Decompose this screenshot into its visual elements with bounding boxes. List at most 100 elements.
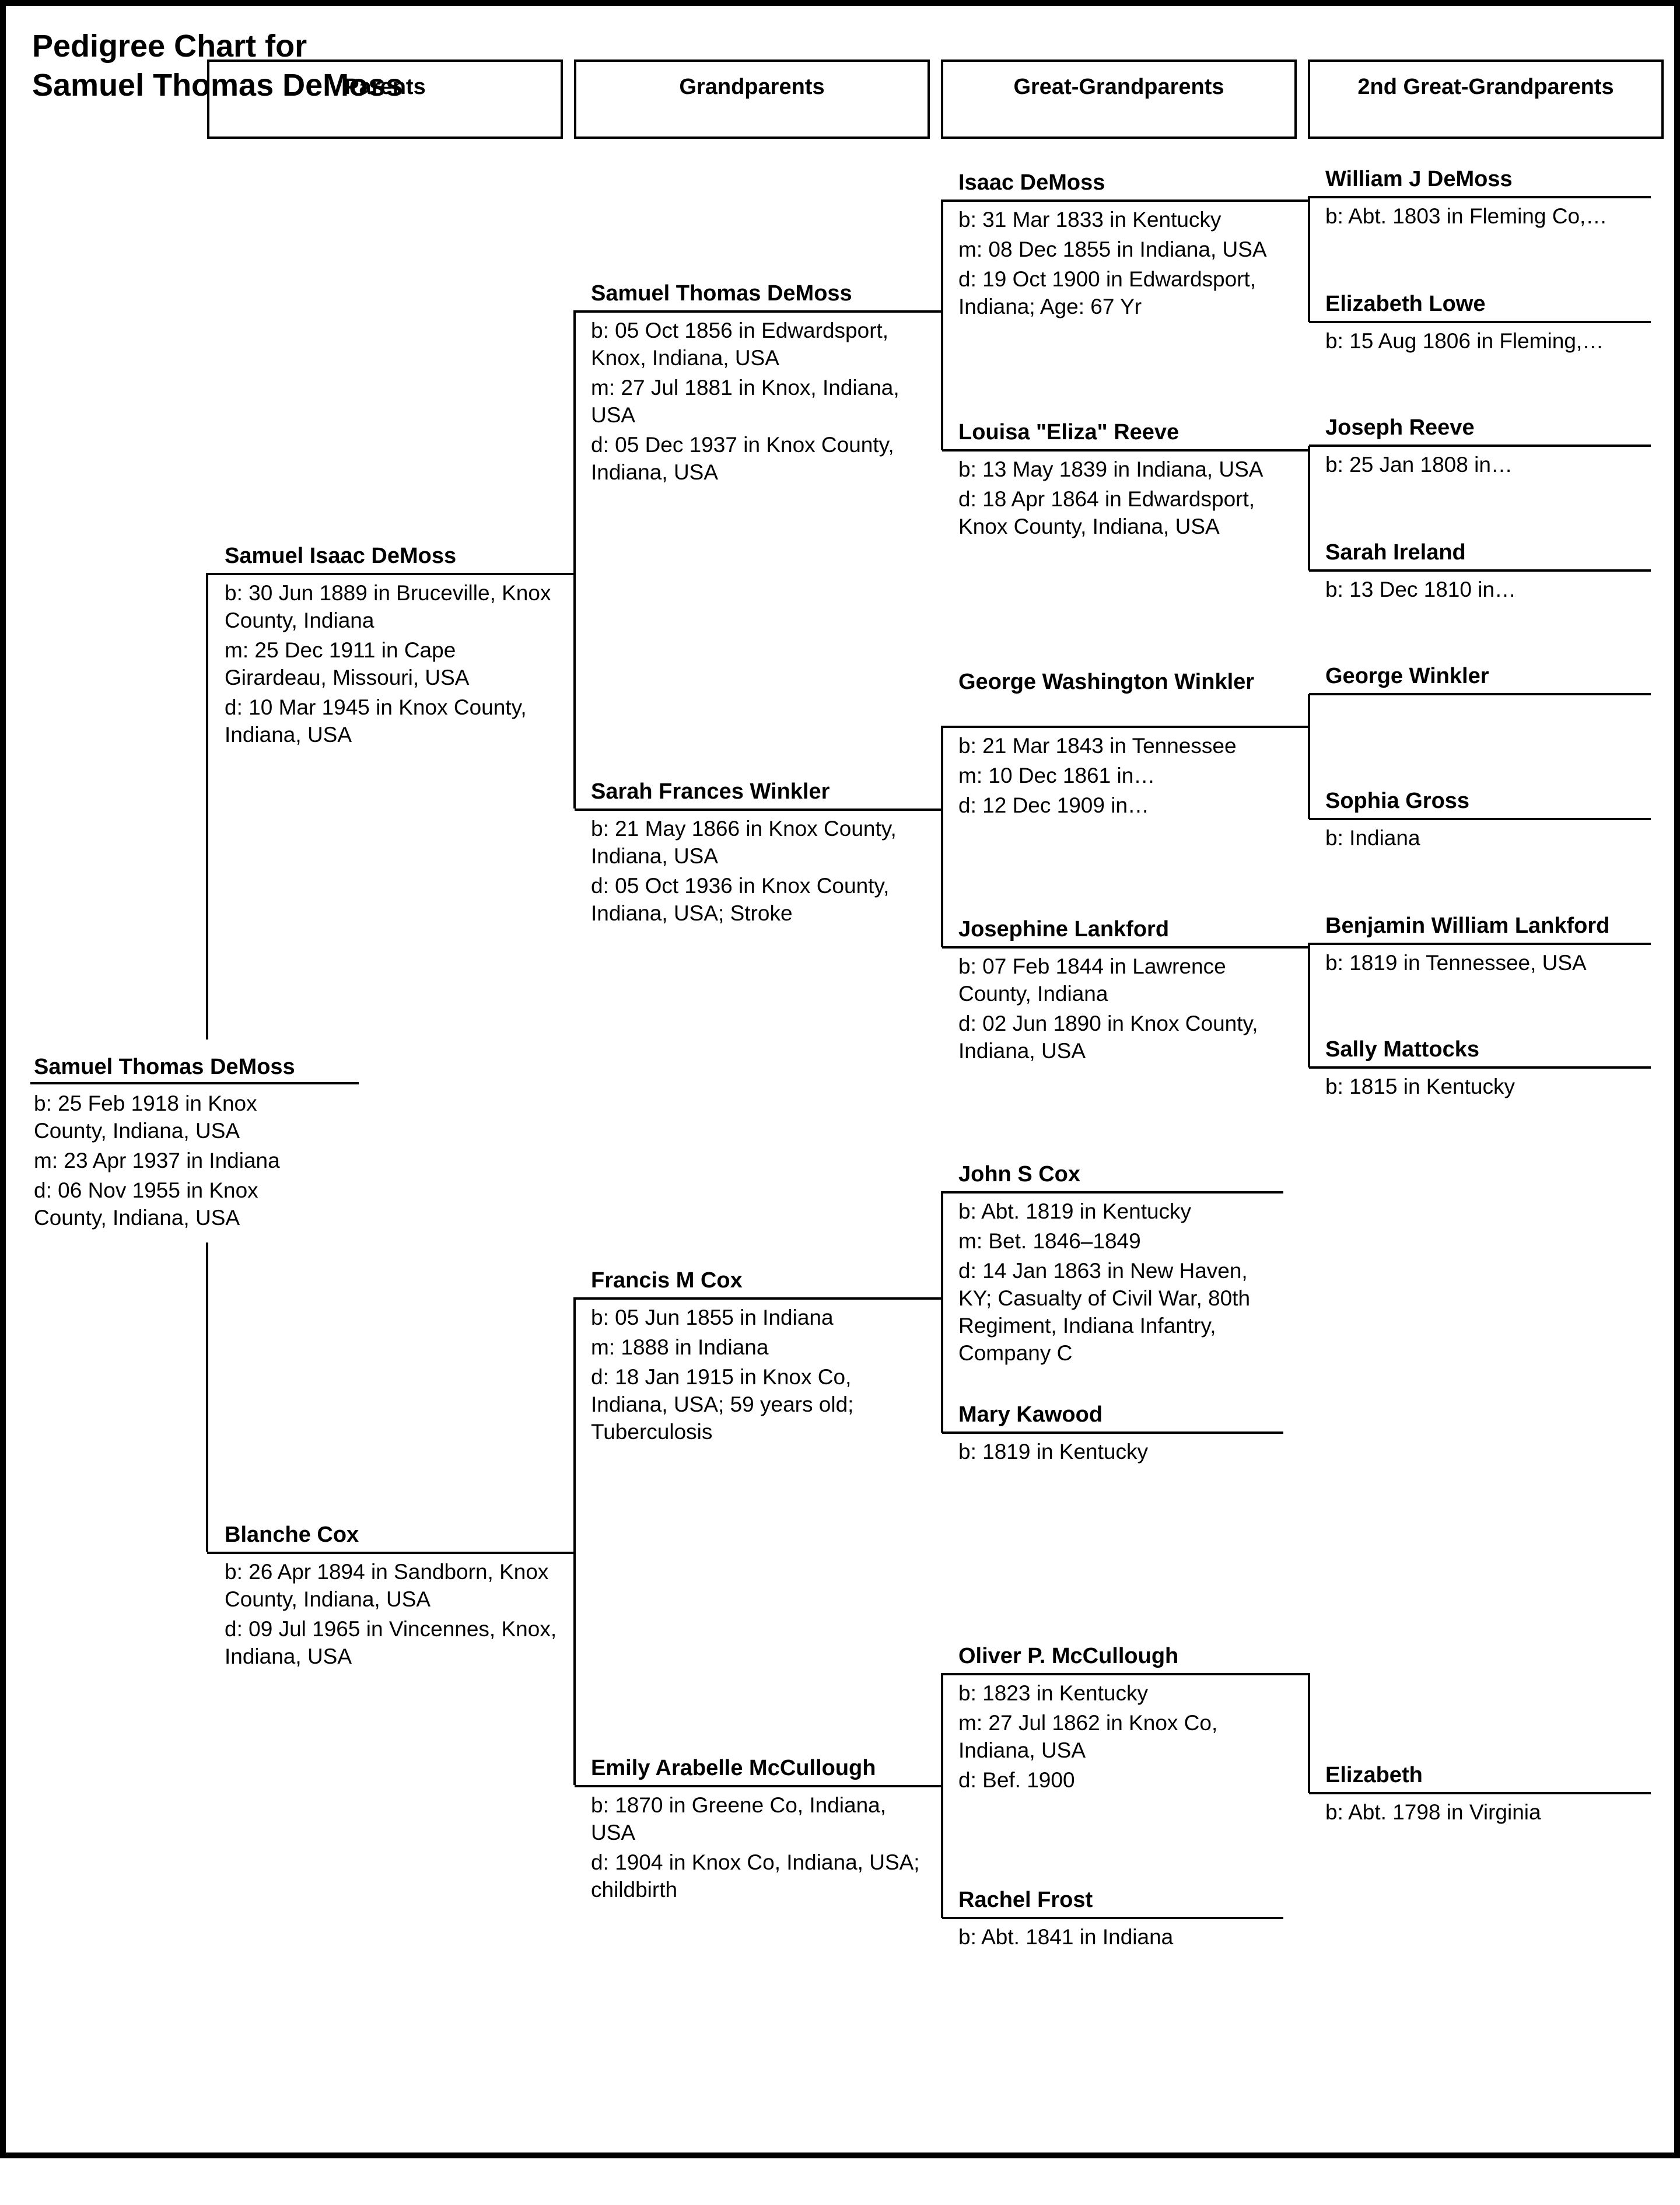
person-name-ggg6: Sophia Gross: [1325, 789, 1470, 813]
person-facts-mother: b: 26 Apr 1894 in Sandborn, Knox County,…: [225, 1558, 557, 1670]
person-facts-pat-grandmother: b: 21 May 1866 in Knox County, Indiana, …: [591, 815, 923, 927]
person-facts-gg2: b: 13 May 1839 in Indiana, USA d: 18 Apr…: [958, 456, 1273, 540]
connector-mat-grandmother: [575, 1785, 942, 1787]
person-name-mother: Blanche Cox: [225, 1522, 359, 1547]
person-fact: b: 25 Feb 1918 in Knox County, Indiana, …: [34, 1091, 257, 1143]
person-name-gg6: Mary Kawood: [958, 1402, 1103, 1427]
connector-gg7: [942, 1673, 1310, 1675]
person-fact: d: 02 Jun 1890 in Knox County, Indiana, …: [958, 1012, 1258, 1063]
person-fact: b: 25 Jan 1808 in…: [1325, 453, 1513, 477]
person-fact: d: 05 Oct 1936 in Knox County, Indiana, …: [591, 874, 890, 925]
person-facts-gg4: b: 07 Feb 1844 in Lawrence County, India…: [958, 953, 1273, 1065]
connector-gg3: [942, 726, 1310, 728]
person-facts-ggg3: b: 25 Jan 1808 in…: [1325, 451, 1643, 478]
person-fact: b: Indiana: [1325, 826, 1420, 850]
connector-mother-parents: [573, 1297, 576, 1785]
person-facts-mat-grandfather: b: 05 Jun 1855 in Indiana m: 1888 in Ind…: [591, 1304, 923, 1446]
person-facts-ggg8: b: 1815 in Kentucky: [1325, 1073, 1643, 1100]
connector-ggg14: [1308, 1673, 1310, 1793]
person-fact: b: 1819 in Tennessee, USA: [1325, 951, 1587, 975]
person-name-ggg8: Sally Mattocks: [1325, 1037, 1479, 1062]
person-fact: d: 10 Mar 1945 in Knox County, Indiana, …: [225, 695, 527, 747]
person-fact: b: 1815 in Kentucky: [1325, 1074, 1515, 1098]
person-facts-ggg1: b: Abt. 1803 in Fleming Co,…: [1325, 202, 1643, 230]
person-name-gg1: Isaac DeMoss: [958, 170, 1105, 195]
connector-ggg7: [1309, 943, 1651, 945]
person-fact: d: 14 Jan 1863 in New Haven, KY; Casualt…: [958, 1259, 1251, 1365]
person-fact: b: 1870 in Greene Co, Indiana, USA: [591, 1793, 887, 1845]
connector-mother: [207, 1552, 575, 1554]
connector-gg6: [942, 1432, 1283, 1434]
person-facts-gg5: b: Abt. 1819 in Kentucky m: Bet. 1846–18…: [958, 1198, 1273, 1367]
connector-gg3-gg4: [941, 726, 943, 947]
person-name-gg5: John S Cox: [958, 1162, 1081, 1186]
person-fact: d: 18 Apr 1864 in Edwardsport, Knox Coun…: [958, 487, 1255, 538]
person-fact: b: 21 Mar 1843 in Tennessee: [958, 734, 1237, 758]
connector-gg8: [942, 1917, 1283, 1919]
connector-gg5-gg6: [941, 1191, 943, 1433]
person-fact: b: 07 Feb 1844 in Lawrence County, India…: [958, 954, 1226, 1006]
connector-ggg2: [1309, 321, 1651, 323]
person-fact: b: 05 Oct 1856 in Edwardsport, Knox, Ind…: [591, 318, 889, 370]
person-facts-ggg6: b: Indiana: [1325, 824, 1643, 852]
page-frame: [0, 0, 1680, 2158]
person-fact: b: 13 May 1839 in Indiana, USA: [958, 457, 1264, 481]
person-name-father: Samuel Isaac DeMoss: [225, 544, 457, 568]
person-fact: d: Bef. 1900: [958, 1768, 1075, 1792]
connector-father-branch: [206, 573, 208, 1040]
person-name-gg8: Rachel Frost: [958, 1888, 1093, 1912]
person-facts-ggg7: b: 1819 in Tennessee, USA: [1325, 949, 1643, 977]
person-name-gg4: Josephine Lankford: [958, 917, 1170, 942]
person-facts-gg7: b: 1823 in Kentucky m: 27 Jul 1862 in Kn…: [958, 1679, 1273, 1794]
person-name-pat-grandmother: Sarah Frances Winkler: [591, 779, 830, 804]
person-fact: d: 18 Jan 1915 in Knox Co, Indiana, USA;…: [591, 1365, 854, 1444]
person-fact: m: 27 Jul 1862 in Knox Co, Indiana, USA: [958, 1711, 1218, 1762]
person-name-root: Samuel Thomas DeMoss: [34, 1055, 295, 1079]
chart-title-line1: Pedigree Chart for: [32, 29, 307, 64]
person-name-ggg3: Joseph Reeve: [1325, 415, 1475, 440]
person-fact: d: 05 Dec 1937 in Knox County, Indiana, …: [591, 433, 894, 484]
person-fact: b: 30 Jun 1889 in Bruceville, Knox Count…: [225, 581, 551, 632]
connector-mother-branch: [206, 1242, 208, 1552]
person-name-ggg7: Benjamin William Lankford: [1325, 914, 1610, 938]
person-name-gg3: George Washington Winkler: [958, 670, 1255, 694]
header-parents: Parents: [207, 60, 563, 139]
connector-ggg14: [1309, 1792, 1651, 1794]
connector-ggg5: [1309, 693, 1651, 695]
person-fact: d: 1904 in Knox Co, Indiana, USA; childb…: [591, 1850, 920, 1902]
connector-father: [207, 573, 575, 575]
connector-gg1: [942, 200, 1310, 202]
header-great-grandparents: Great-Grandparents: [941, 60, 1297, 139]
person-name-gg7: Oliver P. McCullough: [958, 1644, 1179, 1668]
person-fact: m: 08 Dec 1855 in Indiana, USA: [958, 237, 1267, 261]
person-name-ggg2: Elizabeth Lowe: [1325, 292, 1486, 316]
connector-mat-grandfather: [575, 1297, 942, 1300]
connector-ggg5-ggg6: [1308, 694, 1310, 819]
person-name-pat-grandfather: Samuel Thomas DeMoss: [591, 281, 852, 306]
person-facts-pat-grandfather: b: 05 Oct 1856 in Edwardsport, Knox, Ind…: [591, 317, 923, 486]
connector-root: [30, 1082, 359, 1084]
person-name-ggg14: Elizabeth: [1325, 1763, 1423, 1787]
connector-gg4: [942, 946, 1310, 949]
connector-ggg1-ggg2: [1308, 196, 1310, 322]
connector-ggg7-ggg8: [1308, 943, 1310, 1068]
person-name-ggg4: Sarah Ireland: [1325, 540, 1466, 565]
person-facts-father: b: 30 Jun 1889 in Bruceville, Knox Count…: [225, 579, 557, 748]
person-fact: m: 25 Dec 1911 in Cape Girardeau, Missou…: [225, 638, 470, 690]
header-grandparents: Grandparents: [574, 60, 930, 139]
person-name-mat-grandfather: Francis M Cox: [591, 1268, 743, 1293]
person-fact: b: 21 May 1866 in Knox County, Indiana, …: [591, 817, 897, 868]
connector-ggg8: [1309, 1066, 1651, 1069]
connector-ggg4: [1309, 569, 1651, 572]
person-fact: b: 15 Aug 1806 in Fleming,…: [1325, 329, 1604, 353]
header-2nd-great-grandparents: 2nd Great-Grandparents: [1308, 60, 1664, 139]
person-facts-gg1: b: 31 Mar 1833 in Kentucky m: 08 Dec 185…: [958, 206, 1273, 320]
person-facts-ggg2: b: 15 Aug 1806 in Fleming,…: [1325, 327, 1643, 355]
chart-title-line2: Samuel Thomas DeMoss: [32, 68, 404, 103]
person-facts-root: b: 25 Feb 1918 in Knox County, Indiana, …: [34, 1090, 314, 1231]
connector-ggg1: [1309, 196, 1651, 198]
person-fact: m: 23 Apr 1937 in Indiana: [34, 1149, 280, 1172]
person-fact: b: Abt. 1798 in Virginia: [1325, 1800, 1541, 1824]
person-fact: b: 13 Dec 1810 in…: [1325, 578, 1517, 601]
person-fact: b: 1823 in Kentucky: [958, 1681, 1148, 1705]
